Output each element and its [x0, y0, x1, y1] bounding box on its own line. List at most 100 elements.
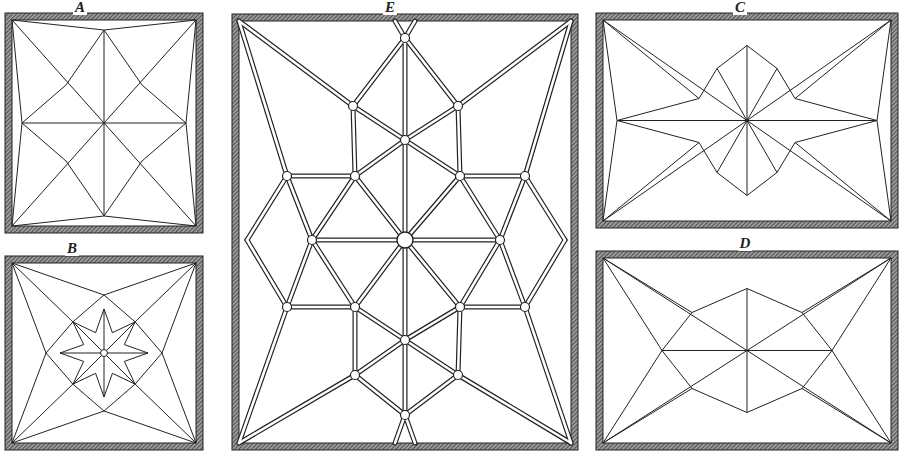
panel-line — [73, 309, 104, 333]
panel-line — [777, 121, 877, 173]
lead-core — [287, 176, 312, 240]
lead-outline — [312, 176, 355, 240]
lead-core — [525, 176, 565, 240]
panel-line — [135, 353, 162, 384]
panel-field — [12, 20, 196, 226]
lead-outline — [239, 375, 355, 443]
boss — [496, 236, 505, 245]
lead-outline — [525, 307, 571, 443]
lead-core — [312, 240, 355, 307]
panel-line — [717, 121, 747, 173]
panel-letter: B — [65, 241, 79, 256]
lead-outline — [405, 38, 458, 106]
panel-line — [795, 143, 891, 222]
lead-core — [405, 375, 458, 415]
lead-outline — [403, 340, 408, 415]
panel-line — [73, 322, 104, 353]
panel-line — [46, 322, 73, 353]
lead-outline — [403, 38, 408, 140]
panel-line — [12, 263, 46, 353]
panel-line — [12, 20, 104, 30]
boss — [456, 172, 465, 181]
panel-line — [104, 373, 135, 397]
lead-core — [460, 306, 525, 309]
panel-line — [12, 384, 73, 443]
frame-b — [5, 256, 203, 450]
panel-letter: C — [733, 0, 747, 15]
lead-outline — [458, 106, 460, 176]
panel-line — [747, 120, 877, 121]
panel-line — [104, 353, 105, 397]
panel-line — [104, 216, 196, 226]
lead-core — [404, 140, 407, 240]
lead-core — [458, 375, 571, 443]
hatched-border — [596, 13, 898, 228]
panel-line — [617, 120, 747, 121]
hatched-border — [5, 13, 203, 233]
lead-outline — [525, 176, 565, 240]
lead-outline — [355, 340, 405, 375]
lead-core — [404, 240, 407, 340]
panel-line — [104, 20, 196, 30]
panel-letter: A — [73, 0, 87, 15]
lead-outline — [239, 21, 287, 176]
lead-core — [525, 240, 565, 307]
panel-line — [104, 322, 135, 353]
lead-outline — [525, 240, 565, 307]
boss — [401, 34, 410, 43]
boss — [351, 172, 360, 181]
panel-line — [186, 123, 196, 226]
panel-line — [832, 258, 891, 351]
panel-line — [603, 258, 662, 351]
panel-line — [662, 289, 832, 351]
lead-core — [525, 307, 571, 443]
boss — [456, 303, 465, 312]
lead-outline — [355, 176, 405, 240]
panel-line — [747, 121, 891, 222]
panel-line — [12, 411, 104, 443]
panel-line — [12, 123, 22, 226]
panel-line — [603, 351, 662, 444]
lead-outline — [353, 106, 355, 176]
lead-outline — [405, 340, 458, 375]
panel-line — [603, 20, 699, 99]
boss — [521, 172, 530, 181]
lead-outline — [287, 174, 355, 179]
frame-d — [596, 251, 898, 450]
panel-line — [747, 121, 777, 173]
lead-core — [312, 239, 405, 242]
boss — [521, 303, 530, 312]
panel-line — [802, 258, 891, 313]
lead-core — [458, 307, 460, 375]
panel-line — [104, 309, 105, 353]
lead-core — [353, 38, 405, 106]
lead-outline — [403, 240, 408, 340]
panel-line — [717, 69, 747, 121]
lead-core — [405, 140, 460, 176]
panel-line — [877, 121, 891, 222]
lead-core — [355, 140, 405, 176]
lead-core — [239, 21, 353, 106]
panel-line — [135, 263, 196, 322]
panel-line — [22, 30, 186, 216]
panel-line — [747, 351, 891, 444]
lead-core — [239, 307, 287, 443]
lead-outline — [405, 240, 460, 307]
boss — [401, 136, 410, 145]
panel-line — [73, 373, 104, 397]
panel-line — [617, 121, 717, 173]
panel-line — [12, 20, 22, 123]
lead-outline — [500, 176, 525, 240]
lead-core — [405, 239, 500, 242]
lead-core — [525, 21, 571, 176]
panel-line — [795, 20, 891, 99]
lead-outline — [405, 375, 458, 415]
lead-core — [354, 307, 357, 375]
lead-core — [355, 176, 405, 240]
lead-outline — [458, 21, 571, 106]
lead-outline — [405, 106, 458, 140]
lead-outline — [355, 307, 405, 340]
lead-core — [460, 175, 525, 178]
panel-line — [104, 353, 135, 384]
